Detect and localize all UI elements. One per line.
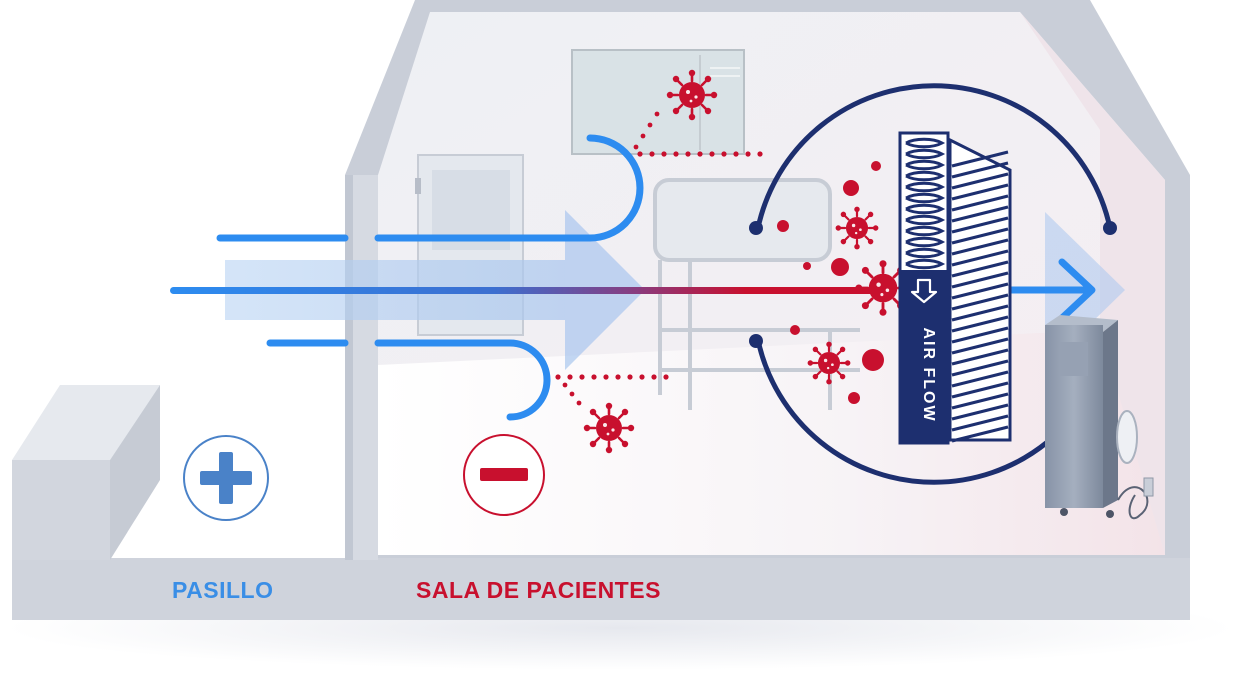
- filter-slat: [951, 172, 1009, 190]
- filter-slat: [951, 150, 1009, 168]
- filter-slat: [951, 359, 1009, 377]
- corridor-label: PASILLO: [172, 577, 274, 603]
- airflow-main-beam: [170, 287, 890, 294]
- filter-wave: [905, 137, 946, 149]
- filter-wave: [905, 203, 946, 215]
- filter-wave: [905, 170, 946, 182]
- filter-slat: [951, 348, 1009, 366]
- filter-slat: [951, 326, 1009, 344]
- negative-pressure-badge: [463, 434, 545, 516]
- hospital-bed: [653, 178, 860, 410]
- filter-slat: [951, 238, 1009, 256]
- filter-slat: [951, 315, 1009, 333]
- patient-room-label: SALA DE PACIENTES: [416, 577, 661, 603]
- filter-slat: [951, 161, 1009, 179]
- filter-slat: [951, 403, 1009, 421]
- virus-icon: [665, 68, 719, 122]
- filter-slat: [951, 282, 1009, 300]
- filter-slat: [951, 337, 1009, 355]
- filter-wave: [905, 159, 946, 171]
- corridor-bench: [12, 385, 160, 460]
- filter-slat: [951, 183, 1009, 201]
- filter-wave: [905, 247, 946, 259]
- filter-slat: [951, 381, 1009, 399]
- airflow-badge-text: AIR FLOW: [920, 327, 937, 422]
- filter-wave: [905, 148, 946, 160]
- filter-slat: [951, 271, 1009, 289]
- filter-slat: [951, 392, 1009, 410]
- building-base: [12, 558, 1190, 620]
- filter-wave: [905, 236, 946, 248]
- minus-icon: [480, 468, 528, 481]
- clean-air-arrow: [1006, 258, 1096, 322]
- filter-slat: [951, 249, 1009, 267]
- filter-slat: [951, 227, 1009, 245]
- filter-slat: [951, 194, 1009, 212]
- filter-icon: AIR FLOW: [898, 131, 1012, 445]
- particles: [777, 161, 884, 404]
- contamination-dotted-lines: [555, 111, 763, 406]
- filter-slat: [951, 260, 1009, 278]
- filter-slat: [951, 414, 1009, 432]
- virus-icon: [582, 401, 636, 455]
- virus-icon: [834, 205, 880, 251]
- filter-wave: [905, 225, 946, 237]
- filter-wave: [905, 214, 946, 226]
- filter-slat: [951, 205, 1009, 223]
- filter-wave: [905, 192, 946, 204]
- filter-wave: [905, 258, 946, 270]
- filter-slat: [951, 304, 1009, 322]
- positive-pressure-badge: [183, 435, 269, 521]
- filter-slat: [951, 370, 1009, 388]
- filter-wave: [905, 181, 946, 193]
- airflow-badge: [900, 270, 948, 442]
- virus-icon: [806, 340, 852, 386]
- filter-slat: [951, 293, 1009, 311]
- filter-slat: [951, 425, 1009, 443]
- filter-slat: [951, 216, 1009, 234]
- air-purifier-icon: [1045, 315, 1154, 520]
- airflow-lines: [216, 134, 644, 421]
- arrow-up-icon: [910, 278, 938, 304]
